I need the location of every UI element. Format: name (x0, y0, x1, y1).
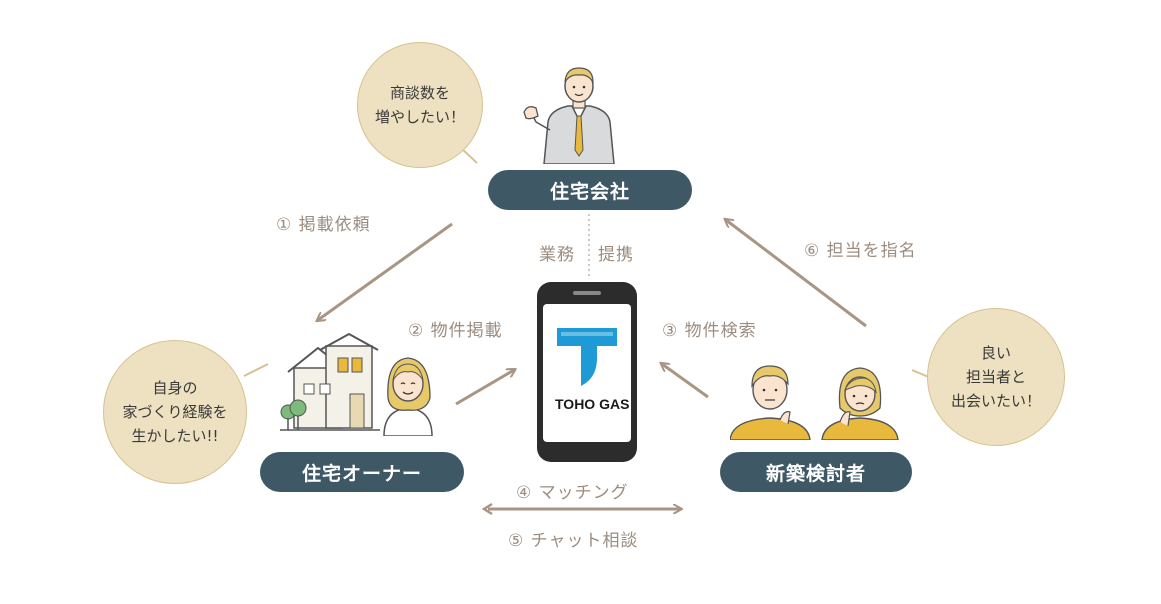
phone-speaker (573, 291, 601, 295)
smartphone: TOHO GAS (537, 282, 637, 462)
house-owner-illustration (280, 332, 452, 436)
seekers-illustration (730, 356, 900, 440)
node-company: 住宅会社 (488, 170, 692, 210)
node-owner-label: 住宅オーナー (302, 459, 422, 486)
step5-label: ⑤ チャット相談 (508, 526, 638, 551)
toho-gas-logo-text: TOHO GAS (555, 396, 629, 412)
toho-gas-logo-icon (557, 328, 617, 386)
step4-label: ④ マッチング (516, 478, 629, 503)
step6-label: ⑥ 担当を指名 (804, 236, 917, 261)
node-owner: 住宅オーナー (260, 452, 464, 492)
bubble-seeker: 良い 担当者と 出会いたい！ (927, 308, 1065, 446)
arrow-step1 (318, 224, 452, 320)
bubble-company: 商談数を 増やしたい！ (357, 42, 483, 168)
businessman-illustration (522, 60, 634, 164)
step3-label: ③ 物件検索 (662, 316, 757, 341)
bubble-owner: 自身の 家づくり経験を 生かしたい!! (103, 340, 247, 484)
arrow-step2 (456, 370, 514, 404)
step2-label: ② 物件掲載 (408, 316, 503, 341)
node-seeker-label: 新築検討者 (766, 459, 866, 486)
step1-label: ① 掲載依頼 (276, 210, 371, 235)
bubble-tail-owner (244, 364, 268, 376)
phone-screen: TOHO GAS (543, 304, 631, 442)
partnership-left-label: 業務 (539, 240, 575, 265)
arrow-step3 (662, 364, 708, 397)
partnership-right-label: 提携 (598, 240, 634, 265)
node-company-label: 住宅会社 (550, 177, 630, 204)
node-seeker: 新築検討者 (720, 452, 912, 492)
